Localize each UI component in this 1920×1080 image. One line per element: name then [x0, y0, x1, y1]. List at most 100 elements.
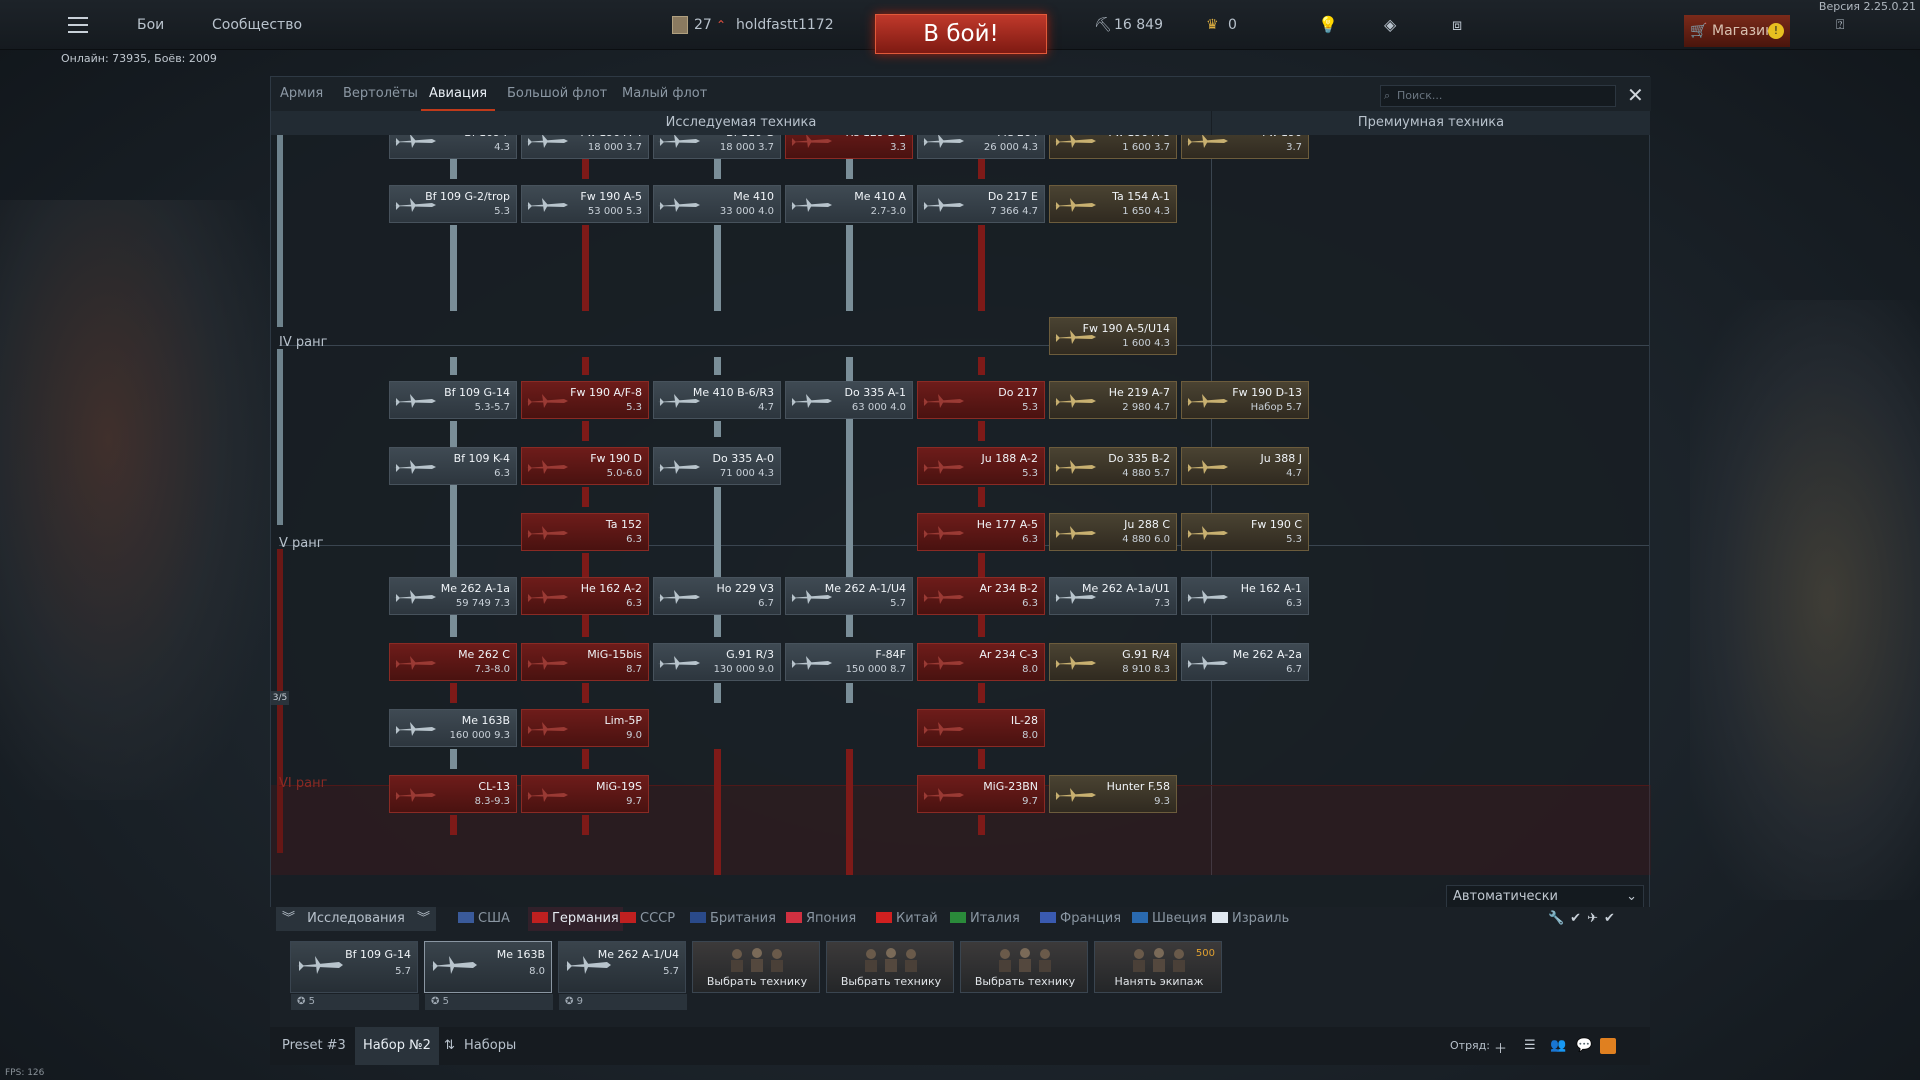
nation-tab[interactable]: Япония — [786, 907, 856, 931]
nation-tab[interactable]: Франция — [1040, 907, 1121, 931]
nation-tab[interactable]: Китай — [876, 907, 938, 931]
mail-icon[interactable] — [1600, 1038, 1616, 1054]
to-battle-button[interactable]: В бой! — [875, 14, 1047, 54]
golden-eagles-balance[interactable]: 0 — [1228, 17, 1237, 33]
silver-lions-balance[interactable]: 16 849 — [1114, 17, 1163, 33]
vehicle-card[interactable]: Fw 1903.7 — [1181, 135, 1309, 159]
chat-icon[interactable]: 💬 — [1576, 1038, 1593, 1053]
shop-button[interactable]: 🛒 Магазин ! — [1684, 15, 1790, 47]
mode-select[interactable]: Автоматически ⌄ — [1446, 885, 1644, 909]
crew-tools-icons[interactable]: 🔧✔✈✔ — [1548, 911, 1621, 926]
friends-icon[interactable]: 👥 — [1550, 1038, 1567, 1053]
vehicle-card[interactable]: Fw 190 A-418 000 3.7 — [521, 135, 649, 159]
select-vehicle-slot[interactable]: Выбрать технику — [826, 941, 954, 993]
set-button[interactable]: Набор №2 — [355, 1027, 439, 1065]
nation-tab[interactable]: Швеция — [1132, 907, 1207, 931]
vehicle-card[interactable]: Me 26426 000 4.3 — [917, 135, 1045, 159]
sets-swap-icon[interactable]: ⇅ — [444, 1038, 455, 1053]
research-button[interactable]: ︾ Исследования ︾ — [276, 907, 436, 931]
battles-menu[interactable]: Бои — [137, 17, 165, 33]
tab-bluewater-fleet[interactable]: Большой флот — [507, 86, 608, 101]
vehicle-card[interactable]: Bf 110 G18 000 3.7 — [653, 135, 781, 159]
battle-pass-icon[interactable]: ◈ — [1384, 15, 1397, 34]
coupon-icon[interactable]: ⧈ — [1452, 15, 1463, 34]
preset-button[interactable]: Preset #3 — [282, 1038, 346, 1053]
search-input[interactable]: ⌕ Поиск... — [1380, 85, 1616, 107]
nation-tab[interactable]: СССР — [620, 907, 675, 931]
help-icon[interactable]: ⍰ — [1836, 17, 1845, 33]
research-tree[interactable]: IV ранг V ранг VI ранг 3/5 Bf 109 F4.3Fw… — [271, 135, 1651, 875]
sets-button[interactable]: Наборы — [464, 1038, 517, 1053]
select-vehicle-slot[interactable]: Выбрать технику — [960, 941, 1088, 993]
hamburger-menu-icon[interactable] — [68, 17, 88, 33]
tab-coastal-fleet[interactable]: Малый флот — [622, 86, 708, 101]
vehicle-card[interactable]: Bf 109 F4.3 — [389, 135, 517, 159]
community-menu[interactable]: Сообщество — [212, 17, 303, 33]
tab-army[interactable]: Армия — [280, 86, 324, 101]
close-icon[interactable]: ✕ — [1627, 83, 1644, 107]
vehicle-card[interactable]: Fw 190 A-81 600 3.7 — [1049, 135, 1177, 159]
lightbulb-icon[interactable]: 💡 — [1318, 15, 1338, 34]
select-vehicle-slot[interactable]: Выбрать технику — [692, 941, 820, 993]
avatar[interactable] — [672, 0, 688, 50]
tab-helicopters[interactable]: Вертолёты — [343, 86, 418, 101]
add-squad-icon[interactable]: ＋ — [1494, 1042, 1508, 1057]
nation-tab[interactable]: Германия — [528, 907, 623, 931]
vehicle-card[interactable]: Hs 129 B-23.3 — [785, 135, 913, 159]
nation-tab[interactable]: США — [458, 907, 510, 931]
nation-tab[interactable]: Британия — [690, 907, 776, 931]
nation-tab[interactable]: Италия — [950, 907, 1020, 931]
nation-tab[interactable]: Израиль — [1212, 907, 1289, 931]
tab-aviation[interactable]: Авиация — [421, 77, 496, 111]
list-icon[interactable]: ☰ — [1524, 1038, 1536, 1053]
